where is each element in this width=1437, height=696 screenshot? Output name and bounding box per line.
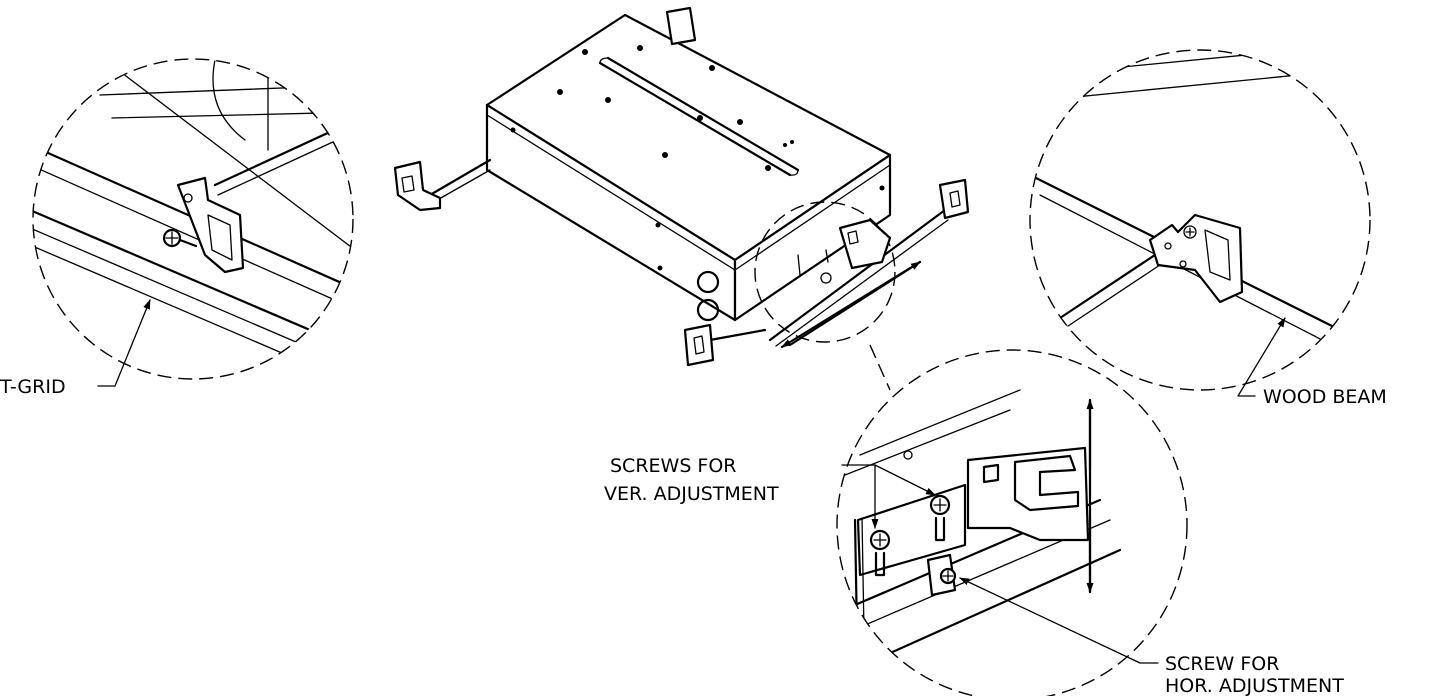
wood-beam-label: WOOD BEAM <box>1263 386 1387 408</box>
wood-beam-leader <box>1237 317 1286 397</box>
screws-ver-leader <box>841 464 936 496</box>
wood-beam-detail <box>1029 49 1371 391</box>
right-bar-hanger <box>768 178 970 347</box>
t-grid-leader <box>97 299 151 387</box>
front-bar-hanger <box>683 323 767 367</box>
screws-ver-label-1: SCREWS FOR <box>610 455 737 477</box>
horizontal-adjust-screw <box>926 553 957 597</box>
mounting-holes <box>557 45 794 171</box>
screw-hor-leader <box>959 577 1159 664</box>
callout-connector <box>869 344 891 391</box>
screws-ver-label-2: VER. ADJUSTMENT <box>604 483 779 505</box>
screw-hor-label-2: HOR. ADJUSTMENT <box>1165 675 1344 696</box>
vertical-adjust-screws <box>869 494 951 577</box>
screw-hor-label-1: SCREW FOR <box>1165 653 1279 675</box>
left-bar-hanger <box>393 158 492 212</box>
t-grid-label: T-GRID <box>0 376 66 398</box>
adjustment-callout <box>754 201 922 349</box>
fixture-housing <box>485 6 892 322</box>
t-grid-detail <box>32 58 354 380</box>
